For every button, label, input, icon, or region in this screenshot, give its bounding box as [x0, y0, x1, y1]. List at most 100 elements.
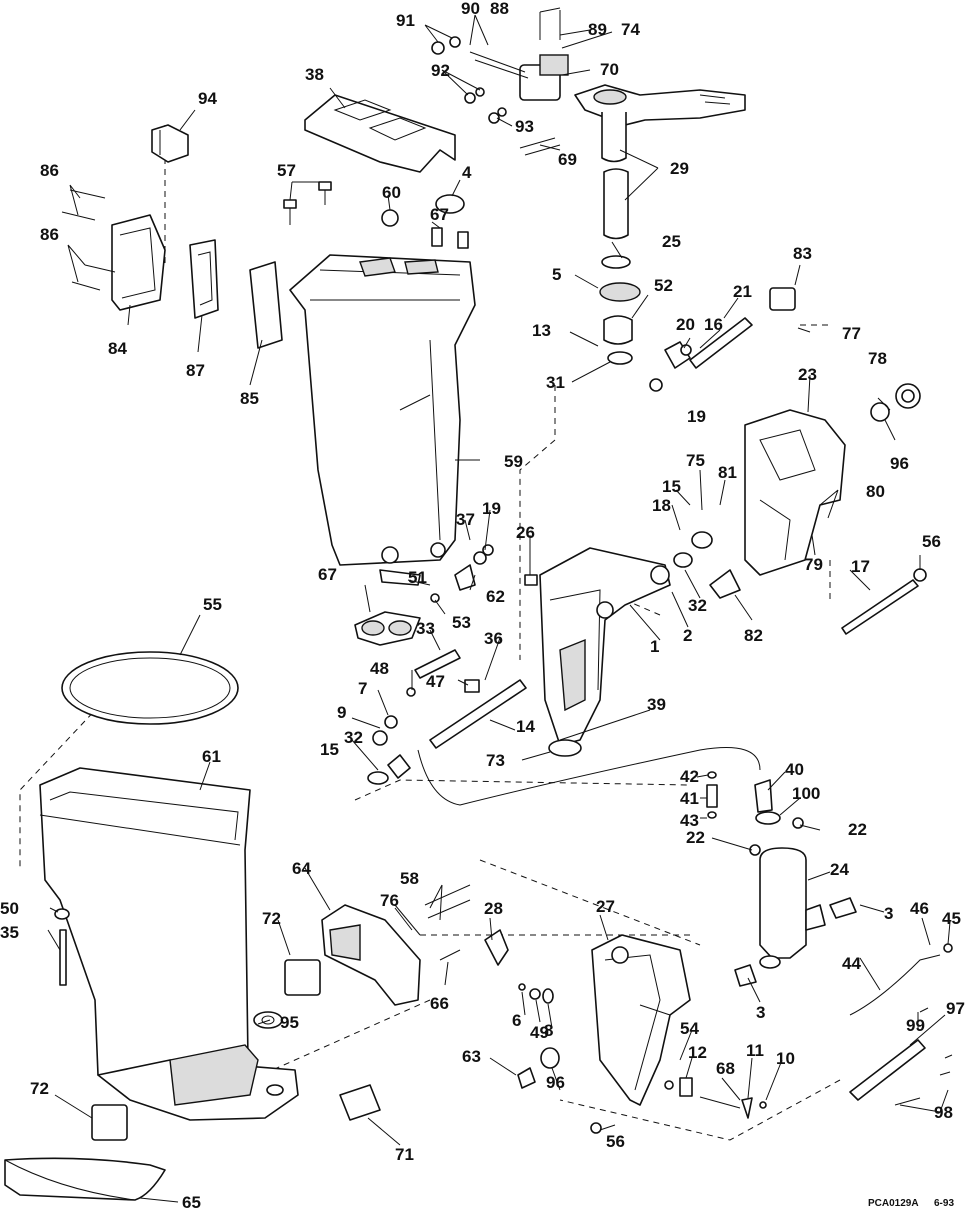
- callout-44: 44: [842, 954, 861, 973]
- callout-20: 20: [676, 315, 695, 334]
- callout-29: 29: [670, 159, 689, 178]
- trim-cylinder-24-drawing: [734, 847, 857, 987]
- callout-59: 59: [504, 452, 523, 471]
- callout-98: 98: [934, 1103, 953, 1122]
- callout-94: 94: [198, 89, 217, 108]
- callout-31: 31: [546, 373, 565, 392]
- callout-83: 83: [793, 244, 812, 263]
- lower-housing-61-drawing: [39, 767, 299, 1121]
- callout-14: 14: [516, 717, 535, 736]
- callout-89: 89: [588, 20, 607, 39]
- callout-13: 13: [532, 321, 551, 340]
- pin-parts-drawing: [706, 771, 804, 856]
- callout-24: 24: [830, 860, 849, 879]
- callout-12: 12: [688, 1043, 707, 1062]
- gasket-55-drawing: [61, 651, 239, 725]
- callout-28: 28: [484, 899, 503, 918]
- callout-71: 71: [395, 1145, 414, 1164]
- exhaust-housing-59-drawing: [289, 254, 476, 586]
- plate-67-drawing: [354, 611, 421, 646]
- callout-3-upper: 3: [884, 904, 894, 923]
- callout-32-left: 32: [344, 728, 363, 747]
- callout-40: 40: [785, 760, 804, 779]
- swivel-bearing-drawing: [599, 255, 641, 365]
- callout-7: 7: [358, 679, 368, 698]
- callout-51: 51: [408, 568, 427, 587]
- callout-18: 18: [652, 496, 671, 515]
- link-parts-drawing: [430, 544, 538, 603]
- callout-46: 46: [910, 899, 929, 918]
- callout-63: 63: [462, 1047, 481, 1066]
- callout-26: 26: [516, 523, 535, 542]
- callout-97: 97: [946, 999, 965, 1018]
- callout-6: 6: [512, 1011, 522, 1030]
- callout-90: 90: [461, 0, 480, 18]
- callout-45: 45: [942, 909, 961, 928]
- callout-65: 65: [182, 1193, 201, 1212]
- callout-17: 17: [851, 557, 870, 576]
- callout-87: 87: [186, 361, 205, 380]
- callout-3-lower: 3: [756, 1003, 766, 1022]
- callout-16: 16: [704, 315, 723, 334]
- callout-57: 57: [277, 161, 296, 180]
- callout-37: 37: [456, 510, 475, 529]
- callout-4: 4: [462, 163, 472, 182]
- callout-61: 61: [202, 747, 221, 766]
- callout-92: 92: [431, 61, 450, 80]
- callout-2: 2: [683, 626, 693, 645]
- callout-56-lower: 56: [606, 1132, 625, 1151]
- callout-99: 99: [906, 1016, 925, 1035]
- callout-52: 52: [654, 276, 673, 295]
- callout-49: 49: [530, 1023, 549, 1042]
- steering-arm-drawing: [574, 84, 746, 240]
- callout-76: 76: [380, 891, 399, 910]
- grommet-94-drawing: [151, 124, 189, 163]
- callout-82: 82: [744, 626, 763, 645]
- swivel-bracket-1-drawing: [539, 531, 741, 757]
- callout-70: 70: [600, 60, 619, 79]
- tubes-drawing: [414, 649, 527, 749]
- callout-62: 62: [486, 587, 505, 606]
- callout-53: 53: [452, 613, 471, 632]
- callout-68: 68: [716, 1059, 735, 1078]
- callout-43: 43: [680, 811, 699, 830]
- ground-wire-drawing: [849, 943, 953, 1016]
- callout-78: 78: [868, 349, 887, 368]
- callout-74: 74: [621, 20, 640, 39]
- callout-64: 64: [292, 859, 311, 878]
- callout-11: 11: [746, 1041, 764, 1060]
- cable-39-drawing: [367, 687, 761, 806]
- callout-55: 55: [203, 595, 222, 614]
- callout-56-upper: 56: [922, 532, 941, 551]
- small-hardware-drawing: [517, 983, 767, 1134]
- callout-79: 79: [804, 555, 823, 574]
- callout-96-upper: 96: [890, 454, 909, 473]
- callout-25: 25: [662, 232, 681, 251]
- bracket-27-drawing: [591, 934, 691, 1106]
- callout-80: 80: [866, 482, 885, 501]
- callout-1: 1: [650, 637, 660, 656]
- callout-23: 23: [798, 365, 817, 384]
- strip-97-drawing: [849, 1039, 953, 1106]
- callout-50: 50: [0, 899, 19, 918]
- callout-88: 88: [490, 0, 509, 18]
- callout-72-upper: 72: [262, 909, 281, 928]
- callout-32-right: 32: [688, 596, 707, 615]
- callout-39: 39: [647, 695, 666, 714]
- callout-81: 81: [718, 463, 737, 482]
- callout-27: 27: [596, 897, 615, 916]
- callout-54: 54: [680, 1019, 699, 1038]
- plate-38-drawing: [304, 94, 456, 173]
- stern-bracket-23-drawing: [744, 383, 921, 576]
- callout-85: 85: [240, 389, 259, 408]
- callout-93: 93: [515, 117, 534, 136]
- callout-10: 10: [776, 1049, 795, 1068]
- callout-21: 21: [733, 282, 752, 301]
- callout-36: 36: [484, 629, 503, 648]
- bracket-64-drawing: [321, 884, 471, 1006]
- mount-parts-drawing: [253, 959, 321, 1029]
- callout-41: 41: [680, 789, 699, 808]
- callout-86-upper: 86: [40, 161, 59, 180]
